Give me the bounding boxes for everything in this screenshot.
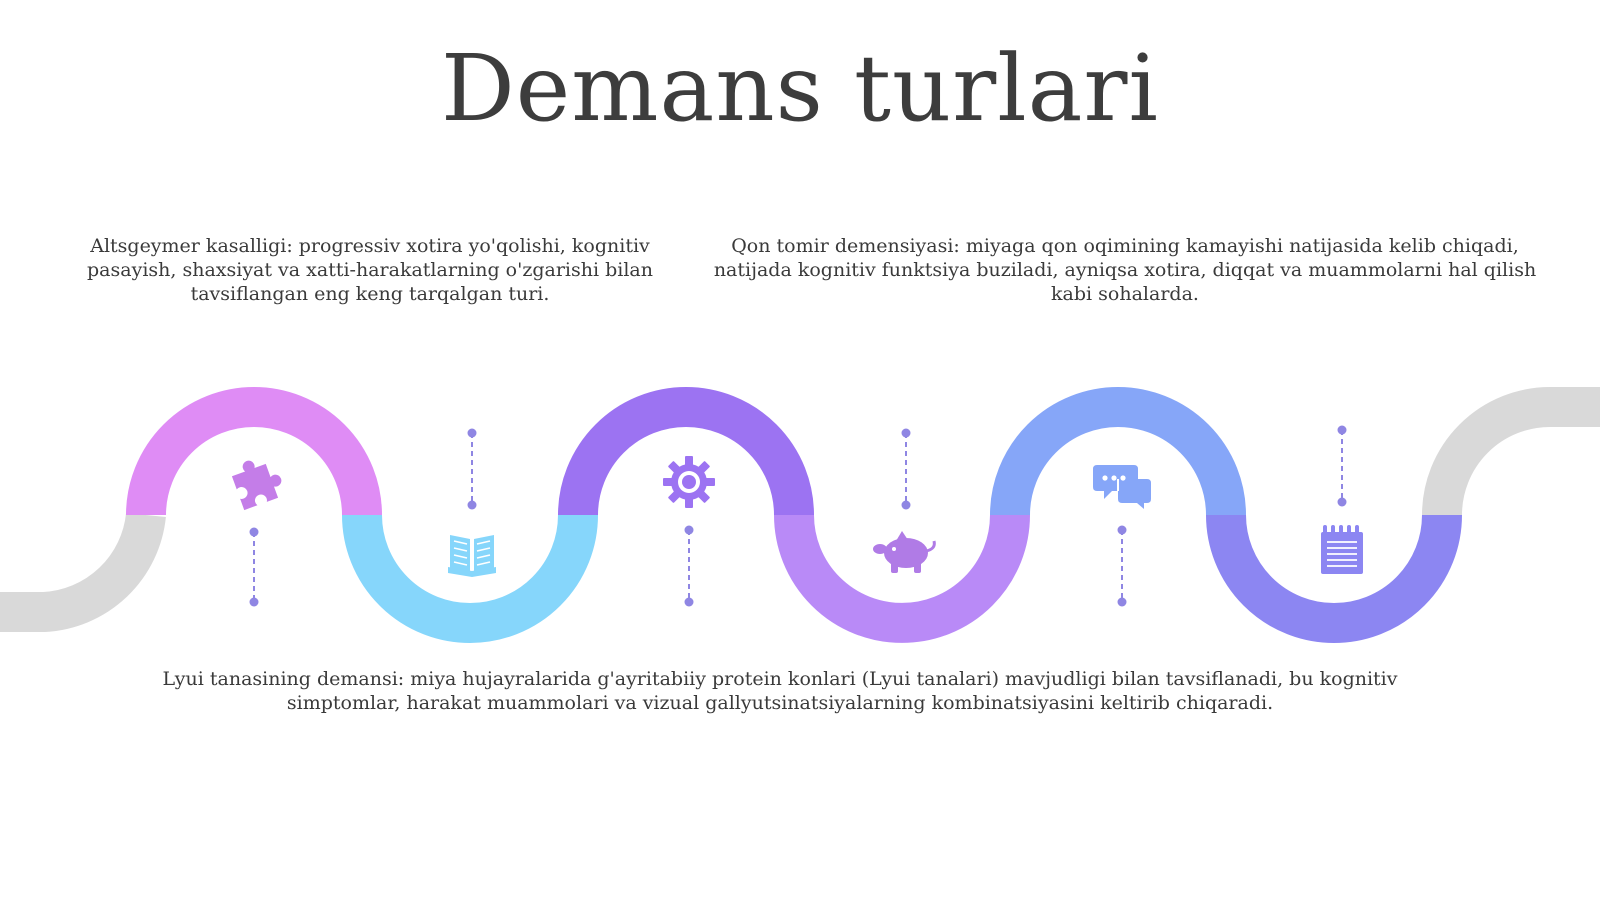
- wave-tail-left: [0, 512, 166, 632]
- wave-segment-indigo: [1206, 514, 1462, 643]
- book-icon: [448, 535, 496, 577]
- chat-icon: [1093, 465, 1151, 509]
- lewy-description: Lyui tanasining demansi: miya hujayralar…: [162, 668, 1398, 714]
- page-title: Demans turlari: [441, 35, 1159, 142]
- wave-segment-cyan: [342, 514, 598, 643]
- notepad-icon: [1321, 525, 1363, 574]
- vascular-description: Qon tomir demensiyasi: miyaga qon oqimin…: [713, 235, 1537, 305]
- wave-segment-blue: [990, 387, 1246, 516]
- connector-5: [1117, 525, 1127, 607]
- alzheimer-description: Altsgeymer kasalligi: progressiv xotira …: [87, 235, 653, 305]
- piggy-bank-icon: [873, 531, 936, 573]
- connector-1: [249, 527, 259, 607]
- connector-4: [901, 428, 911, 510]
- gear-icon: [663, 456, 715, 508]
- wave-segment-pink: [126, 387, 382, 516]
- wave-timeline: [0, 387, 1600, 643]
- connector-3: [684, 525, 694, 607]
- wave-tail-right: [1422, 387, 1600, 516]
- puzzle-icon: [231, 460, 282, 511]
- wave-segment-lavender: [774, 514, 1030, 643]
- connector-2: [467, 428, 477, 510]
- wave-segment-violet: [558, 387, 814, 516]
- connector-6: [1337, 425, 1347, 507]
